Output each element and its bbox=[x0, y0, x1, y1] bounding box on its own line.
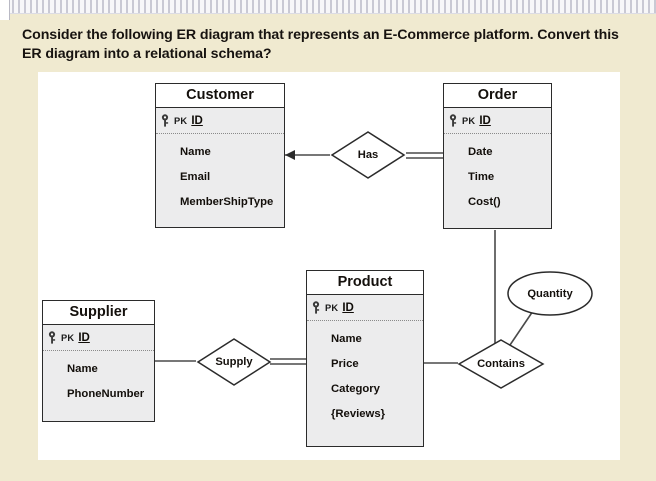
relationship-supply[interactable]: Supply bbox=[196, 337, 272, 387]
entity-supplier-title: Supplier bbox=[43, 301, 154, 325]
diamond-shape bbox=[196, 338, 272, 386]
relationship-has[interactable]: Has bbox=[330, 130, 406, 180]
pk-badge: PK bbox=[462, 115, 476, 126]
ellipse-shape bbox=[507, 271, 593, 316]
entity-supplier[interactable]: Supplier PK ID Name PhoneNumber bbox=[42, 300, 155, 422]
question-prompt: Consider the following ER diagram that r… bbox=[22, 27, 619, 62]
entity-supplier-attributes: Name PhoneNumber bbox=[43, 351, 154, 411]
entity-customer-attributes: Name Email MemberShipType bbox=[156, 134, 284, 219]
pk-attribute: ID bbox=[78, 331, 90, 344]
pk-attribute: ID bbox=[342, 301, 354, 314]
attribute-row: Name bbox=[67, 363, 98, 375]
key-icon bbox=[449, 114, 457, 127]
key-icon bbox=[161, 114, 169, 127]
entity-product-pk-row: PK ID bbox=[307, 295, 423, 321]
er-diagram-canvas: Customer PK ID Name Email MemberShipType… bbox=[38, 72, 620, 460]
attribute-quantity[interactable]: Quantity bbox=[506, 270, 594, 317]
entity-product[interactable]: Product PK ID Name Price Category {Revie… bbox=[306, 270, 424, 447]
attribute-row: MemberShipType bbox=[180, 196, 274, 208]
attribute-row: Name bbox=[331, 333, 362, 345]
attribute-row: Category bbox=[331, 383, 380, 395]
attribute-row: {Reviews} bbox=[331, 408, 386, 420]
pk-badge: PK bbox=[61, 332, 75, 343]
entity-customer-title: Customer bbox=[156, 84, 284, 108]
entity-order-title: Order bbox=[444, 84, 551, 108]
pk-attribute: ID bbox=[191, 114, 203, 127]
attribute-row: PhoneNumber bbox=[67, 388, 145, 400]
browser-top-strip bbox=[0, 0, 656, 20]
attribute-row: Cost() bbox=[468, 196, 501, 208]
entity-supplier-pk-row: PK ID bbox=[43, 325, 154, 351]
diamond-shape bbox=[457, 339, 545, 389]
key-icon bbox=[312, 301, 320, 314]
entity-customer-pk-row: PK ID bbox=[156, 108, 284, 134]
top-strip-left-edge bbox=[0, 0, 10, 20]
pk-attribute: ID bbox=[479, 114, 491, 127]
key-icon bbox=[48, 331, 56, 344]
entity-order-pk-row: PK ID bbox=[444, 108, 551, 134]
entity-customer[interactable]: Customer PK ID Name Email MemberShipType bbox=[155, 83, 285, 228]
pk-badge: PK bbox=[174, 115, 188, 126]
attribute-row: Time bbox=[468, 171, 495, 183]
entity-order[interactable]: Order PK ID Date Time Cost() bbox=[443, 83, 552, 229]
attribute-row: Price bbox=[331, 358, 359, 370]
entity-product-title: Product bbox=[307, 271, 423, 295]
pk-badge: PK bbox=[325, 302, 339, 313]
entity-product-attributes: Name Price Category {Reviews} bbox=[307, 321, 423, 431]
relationship-contains[interactable]: Contains bbox=[457, 338, 545, 390]
diamond-shape bbox=[330, 131, 406, 179]
entity-order-attributes: Date Time Cost() bbox=[444, 134, 551, 219]
attribute-row: Date bbox=[468, 146, 493, 158]
attribute-row: Name bbox=[180, 146, 211, 158]
attribute-row: Email bbox=[180, 171, 211, 183]
